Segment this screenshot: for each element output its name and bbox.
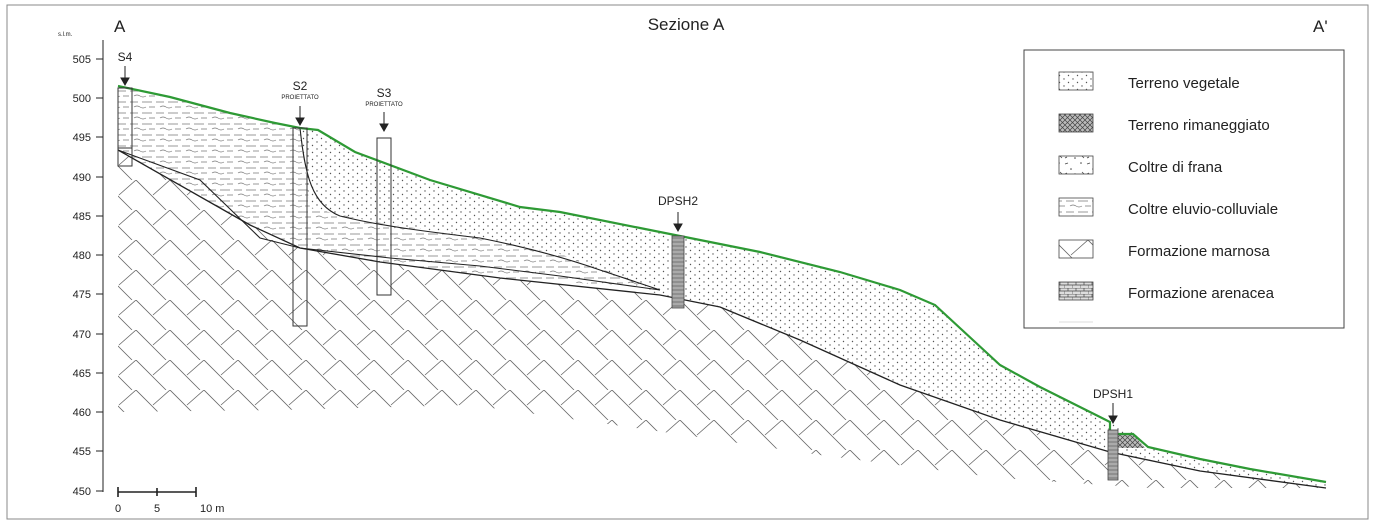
borehole-label-dpsh2: DPSH2 xyxy=(658,194,698,208)
y-tick-label: 470 xyxy=(73,329,91,341)
legend-swatch-diag xyxy=(1058,239,1094,259)
borehole-dpsh1-column xyxy=(1107,429,1119,481)
section-start-label: A xyxy=(114,17,126,36)
terreno-vegetale-top xyxy=(1110,434,1145,448)
scale-tick-label: 5 xyxy=(154,503,160,515)
figure-frame xyxy=(6,4,1369,520)
y-tick-label: 495 xyxy=(73,132,91,144)
y-tick-label: 455 xyxy=(73,446,91,458)
borehole-s2-column xyxy=(292,127,308,327)
y-axis-ticks xyxy=(96,58,103,492)
borehole-dpsh2-column xyxy=(671,235,685,309)
y-tick-label: 505 xyxy=(73,54,91,66)
borehole-s4-column xyxy=(117,87,133,167)
y-tick-label: 475 xyxy=(73,289,91,301)
legend-label: Formazione arenacea xyxy=(1128,285,1275,302)
borehole-s3-column xyxy=(376,137,392,296)
y-tick-label: 500 xyxy=(73,93,91,105)
y-tick-label: 465 xyxy=(73,368,91,380)
borehole-note-s2: PROIETTATO xyxy=(281,95,319,101)
y-tick-label: 480 xyxy=(73,250,91,262)
legend-label: Coltre eluvio-colluviale xyxy=(1128,201,1278,218)
legend-label: Coltre di frana xyxy=(1128,159,1223,176)
y-axis-unit: s.l.m. xyxy=(58,32,73,38)
contact-line-2 xyxy=(117,149,661,291)
section-end-label: A' xyxy=(1313,17,1328,36)
borehole-label-s4: S4 xyxy=(118,50,133,64)
legend-label: Terreno rimaneggiato xyxy=(1128,117,1270,134)
legend-label: Terreno vegetale xyxy=(1128,75,1240,92)
legend-swatch-dots xyxy=(1058,71,1094,91)
borehole-label-dpsh1: DPSH1 xyxy=(1093,387,1133,401)
legend-label: Formazione marnosa xyxy=(1128,243,1270,260)
legend-swatch-lines xyxy=(1058,197,1094,217)
scale-bar xyxy=(117,487,197,497)
y-tick-label: 485 xyxy=(73,211,91,223)
legend-swatch-brick xyxy=(1058,281,1094,301)
formazione-marnosa xyxy=(118,150,1326,488)
coltre-di-frana xyxy=(300,128,1326,488)
coltre-eluvio-colluviale xyxy=(118,86,660,290)
y-tick-label: 460 xyxy=(73,407,91,419)
borehole-note-s3: PROIETTATO xyxy=(365,102,403,108)
legend-swatch-frana xyxy=(1058,155,1094,175)
borehole-label-s3: S3 xyxy=(377,86,392,100)
y-tick-label: 490 xyxy=(73,172,91,184)
scale-tick-label: 10 m xyxy=(200,503,224,515)
contact-line-3 xyxy=(299,127,661,291)
legend-swatch-cross xyxy=(1058,113,1094,133)
borehole-arrows xyxy=(120,66,1118,425)
scale-tick-label: 0 xyxy=(115,503,121,515)
borehole-label-s2: S2 xyxy=(293,79,308,93)
section-title: Sezione A xyxy=(648,15,725,34)
y-tick-label: 450 xyxy=(73,486,91,498)
